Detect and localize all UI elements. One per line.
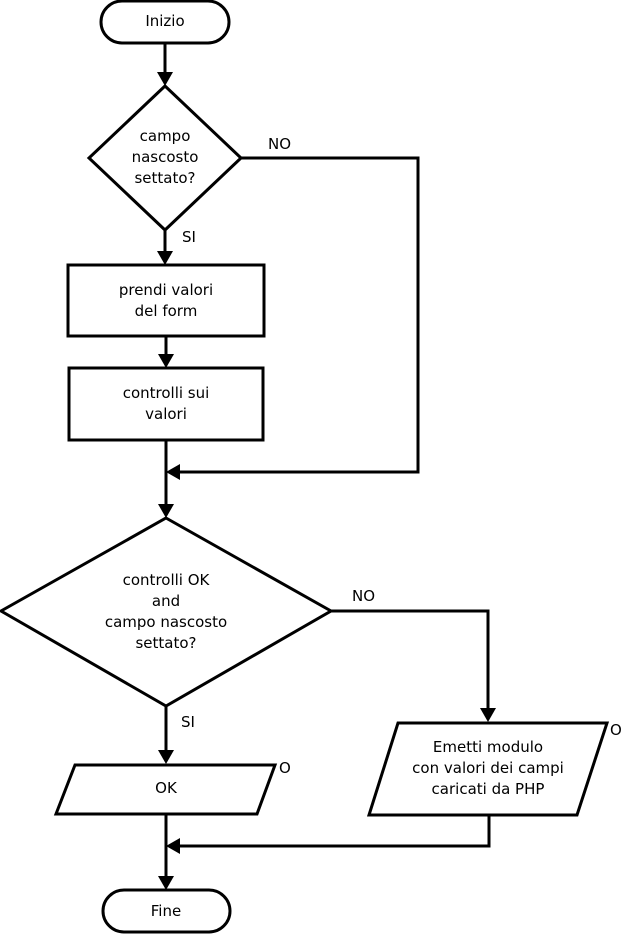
decision1-line: nascosto [132, 148, 199, 166]
decision1-no-label: NO [268, 135, 291, 153]
arrowhead [158, 876, 174, 890]
decision2-no-label: NO [352, 587, 375, 605]
decision2-line: and [152, 592, 180, 610]
decision2-shape [0, 516, 335, 708]
start-label: Inizio [145, 12, 184, 30]
decision1-line: settato? [134, 169, 195, 187]
decision2-line: campo nascosto [105, 613, 227, 631]
get-values-shape [66, 263, 266, 338]
decision-hidden-field: campo nascosto settato? [86, 83, 244, 233]
ok-shape [53, 763, 278, 816]
process-check-values: controlli sui valori [67, 366, 265, 442]
arrowhead [157, 251, 173, 265]
decision2-line: controlli OK [123, 571, 211, 589]
decision1-shape [86, 83, 244, 233]
arrowhead [166, 464, 180, 480]
decision2-line: settato? [135, 634, 196, 652]
get-values-line: del form [135, 302, 198, 320]
ok-label: OK [155, 779, 178, 797]
edge-emit-to-end [178, 815, 491, 848]
arrowhead [480, 708, 496, 722]
arrowhead [158, 750, 174, 764]
edge-decision1-no [178, 156, 420, 474]
decision-checks-ok: controlli OK and campo nascosto settato? [0, 516, 335, 708]
connectors [157, 43, 496, 890]
end-shape [101, 888, 232, 934]
end-label: Fine [151, 902, 181, 920]
decision1-line: campo [140, 127, 191, 145]
ok-output-mark: O [279, 759, 291, 777]
output-emit-form: Emetti modulo con valori dei campi caric… [366, 721, 622, 817]
check-values-line: controlli sui [123, 384, 210, 402]
output-ok: OK O [53, 759, 291, 816]
emit-line: Emetti modulo [433, 738, 543, 756]
arrowhead [158, 504, 174, 518]
get-values-line: prendi valori [119, 281, 213, 299]
emit-output-mark: O [610, 721, 622, 739]
check-values-shape [67, 366, 265, 442]
end-terminator: Fine [101, 888, 232, 934]
start-shape [99, 0, 231, 45]
decision2-yes-label: SI [181, 713, 195, 731]
arrowhead [157, 72, 173, 86]
emit-line: con valori dei campi [412, 759, 564, 777]
emit-shape [366, 721, 610, 817]
edge-decision2-no [331, 609, 490, 710]
check-values-line: valori [145, 405, 187, 423]
decision1-yes-label: SI [182, 228, 196, 246]
start-terminator: Inizio [99, 0, 231, 45]
arrowhead [166, 838, 180, 854]
arrowhead [158, 354, 174, 368]
emit-line: caricati da PHP [432, 780, 545, 798]
process-get-values: prendi valori del form [66, 263, 266, 338]
